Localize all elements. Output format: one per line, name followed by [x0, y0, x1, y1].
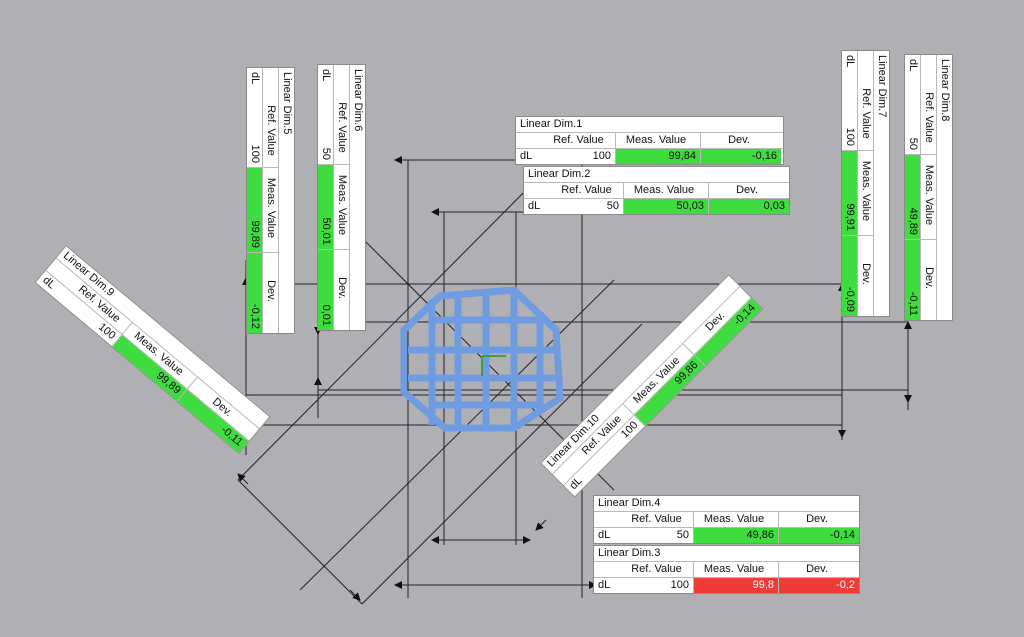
dev-value: -0,12 — [247, 253, 262, 333]
row-label: dL — [907, 59, 919, 72]
col-meas: Meas. Value — [263, 168, 278, 253]
col-meas: Meas. Value — [616, 133, 701, 148]
col-ref: Ref. Value — [624, 562, 694, 577]
ref-value: 100 — [247, 98, 262, 168]
dim-title: Linear Dim.7 — [873, 51, 889, 316]
row-label: dL — [598, 529, 611, 541]
col-ref: Ref. Value — [921, 85, 936, 155]
meas-value: 99,91 — [842, 151, 857, 236]
col-ref: Ref. Value — [858, 81, 873, 151]
ref-value: 100 — [624, 578, 694, 593]
col-meas: Meas. Value — [624, 183, 709, 198]
meas-value: 99,89 — [247, 168, 262, 253]
col-meas: Meas. Value — [334, 165, 349, 250]
dev-value: -0,14 — [779, 528, 859, 543]
meas-value: 49,86 — [694, 528, 779, 543]
row-label: dL — [520, 150, 533, 162]
dev-value: -0,16 — [701, 149, 781, 164]
col-ref: Ref. Value — [624, 512, 694, 527]
row-label: dL — [320, 69, 332, 82]
part-outline — [400, 286, 564, 432]
dev-value: -0,2 — [779, 578, 859, 593]
col-meas: Meas. Value — [858, 151, 873, 236]
ref-value: 50 — [554, 199, 624, 214]
col-ref: Ref. Value — [554, 183, 624, 198]
col-meas: Meas. Value — [694, 512, 779, 527]
col-dev: Dev. — [336, 277, 348, 299]
ref-value: 50 — [624, 528, 694, 543]
dev-value: 0,03 — [709, 199, 789, 214]
col-dev: Dev. — [728, 134, 750, 146]
meas-value: 50,01 — [318, 165, 333, 250]
dev-value: -0,09 — [842, 236, 857, 316]
row-label: dL — [598, 579, 611, 591]
col-ref: Ref. Value — [334, 95, 349, 165]
meas-value: 99,84 — [616, 149, 701, 164]
row-label: dL — [844, 55, 856, 68]
meas-value: 49,89 — [905, 155, 920, 240]
col-dev: Dev. — [806, 513, 828, 525]
dev-value: -0,11 — [905, 240, 920, 320]
dim-title: Linear Dim.3 — [594, 546, 859, 562]
col-dev: Dev. — [860, 263, 872, 285]
col-meas: Meas. Value — [694, 562, 779, 577]
ref-value: 100 — [842, 81, 857, 151]
dim-title: Linear Dim.2 — [524, 167, 789, 183]
col-dev: Dev. — [923, 267, 935, 289]
meas-value: 50,03 — [624, 199, 709, 214]
col-ref: Ref. Value — [263, 98, 278, 168]
dim-title: Linear Dim.1 — [516, 117, 783, 133]
col-dev: Dev. — [736, 184, 758, 196]
dev-value: 0,01 — [318, 250, 333, 330]
col-meas: Meas. Value — [921, 155, 936, 240]
col-ref: Ref. Value — [546, 133, 616, 148]
ref-value: 50 — [318, 95, 333, 165]
dim-title: Linear Dim.5 — [278, 68, 294, 333]
dim-title: Linear Dim.8 — [936, 55, 952, 320]
dim-title: Linear Dim.6 — [349, 65, 365, 330]
row-label: dL — [528, 200, 541, 212]
dim-title: Linear Dim.4 — [594, 496, 859, 512]
col-dev: Dev. — [265, 280, 277, 302]
row-label: dL — [249, 72, 261, 85]
ref-value: 100 — [546, 149, 616, 164]
ref-value: 50 — [905, 85, 920, 155]
meas-value: 99,8 — [694, 578, 779, 593]
col-dev: Dev. — [806, 563, 828, 575]
